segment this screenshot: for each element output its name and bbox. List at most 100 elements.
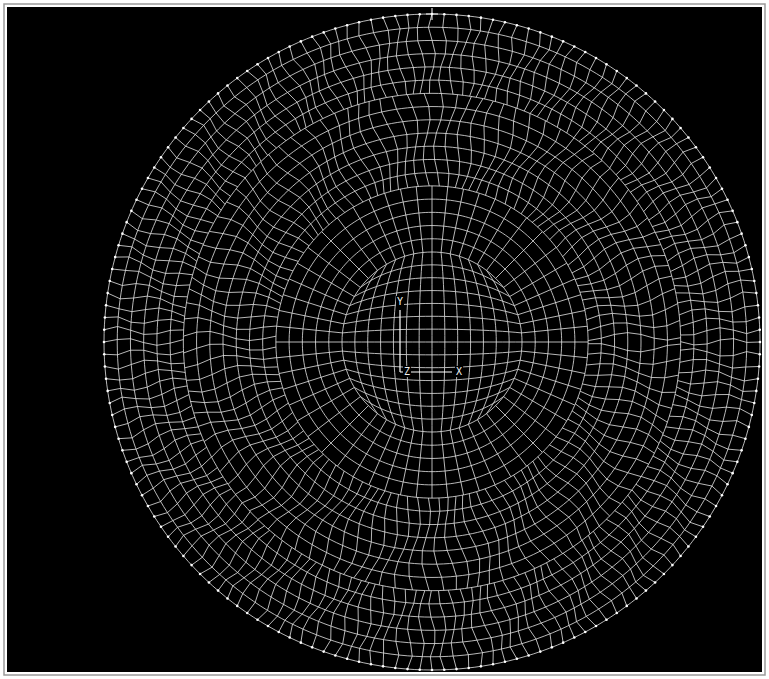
boundary-node: [226, 597, 229, 600]
marker: [426, 8, 438, 20]
boundary-node: [539, 31, 542, 34]
axis-triad: [400, 310, 452, 372]
boundary-node: [256, 618, 259, 621]
boundary-node: [663, 573, 666, 576]
boundary-node: [726, 483, 729, 486]
boundary-node: [208, 581, 211, 584]
boundary-node: [551, 35, 554, 38]
boundary-node: [654, 100, 657, 103]
boundary-node: [108, 402, 111, 405]
boundary-node: [300, 641, 303, 644]
boundary-node: [715, 177, 718, 180]
boundary-node: [595, 625, 598, 628]
boundary-node: [750, 414, 753, 417]
boundary-node: [147, 505, 150, 508]
boundary-node: [125, 221, 128, 224]
boundary-node: [125, 461, 128, 464]
boundary-node: [539, 650, 542, 653]
boundary-node: [504, 21, 507, 24]
boundary-node: [605, 63, 608, 66]
boundary-node: [753, 280, 756, 283]
boundary-node: [246, 612, 249, 615]
boundary-node: [748, 426, 751, 429]
boundary-node: [267, 57, 270, 60]
boundary-node: [208, 100, 211, 103]
boundary-node: [108, 280, 111, 283]
boundary-node: [635, 597, 638, 600]
boundary-node: [217, 589, 220, 592]
boundary-node: [346, 658, 349, 661]
boundary-node: [671, 118, 674, 121]
boundary-node: [236, 605, 239, 608]
boundary-node: [267, 625, 270, 628]
boundary-node: [418, 13, 421, 16]
axis-label: Z: [403, 366, 411, 377]
boundary-node: [584, 631, 587, 634]
boundary-node: [562, 641, 565, 644]
boundary-node: [141, 187, 144, 190]
boundary-node: [736, 461, 739, 464]
boundary-node: [757, 377, 760, 380]
boundary-node: [731, 472, 734, 475]
boundary-node: [111, 268, 114, 271]
boundary-node: [758, 353, 761, 356]
boundary-node: [130, 472, 133, 475]
boundary-node: [671, 564, 674, 567]
boundary-node: [645, 589, 648, 592]
boundary-node: [418, 668, 421, 671]
axis-label: Y: [396, 296, 404, 307]
boundary-node: [121, 232, 124, 235]
boundary-node: [370, 663, 373, 666]
boundary-node: [334, 654, 337, 657]
boundary-node: [236, 77, 239, 80]
boundary-node: [300, 40, 303, 43]
boundary-node: [562, 40, 565, 43]
boundary-node: [382, 16, 385, 19]
boundary-node: [103, 353, 106, 356]
screen-ground: [7, 7, 762, 672]
boundary-node: [527, 654, 530, 657]
boundary-node: [750, 268, 753, 271]
boundary-node: [182, 555, 185, 558]
boundary-node: [467, 667, 470, 670]
boundary-node: [584, 51, 587, 54]
boundary-node: [645, 92, 648, 95]
boundary-node: [346, 24, 349, 27]
boundary-node: [492, 18, 495, 21]
boundary-node: [455, 14, 458, 17]
boundary-node: [199, 573, 202, 576]
boundary-node: [443, 668, 446, 671]
boundary-node: [721, 494, 724, 497]
boundary-node: [740, 449, 743, 452]
boundary-node: [744, 244, 747, 247]
boundary-node: [721, 187, 724, 190]
boundary-node: [256, 63, 259, 66]
boundary-node: [708, 166, 711, 169]
boundary-node: [277, 631, 280, 634]
boundary-node: [595, 57, 598, 60]
boundary-node: [174, 136, 177, 139]
boundary-node: [679, 555, 682, 558]
boundary-node: [708, 515, 711, 518]
mesh: [103, 8, 762, 671]
boundary-node: [114, 426, 117, 429]
boundary-node: [160, 525, 163, 528]
boundary-node: [759, 341, 762, 344]
boundary-node: [615, 70, 618, 73]
boundary-node: [527, 27, 530, 30]
boundary-node: [687, 136, 690, 139]
boundary-node: [406, 14, 409, 17]
boundary-node: [121, 449, 124, 452]
boundary-node: [702, 156, 705, 159]
mesh-lines: [104, 14, 760, 670]
boundary-node: [104, 365, 107, 368]
boundary-node: [480, 16, 483, 19]
boundary-node: [605, 618, 608, 621]
boundary-node: [740, 232, 743, 235]
boundary-node: [480, 665, 483, 668]
boundary-node: [226, 84, 229, 87]
boundary-node: [695, 535, 698, 538]
boundary-node: [141, 494, 144, 497]
